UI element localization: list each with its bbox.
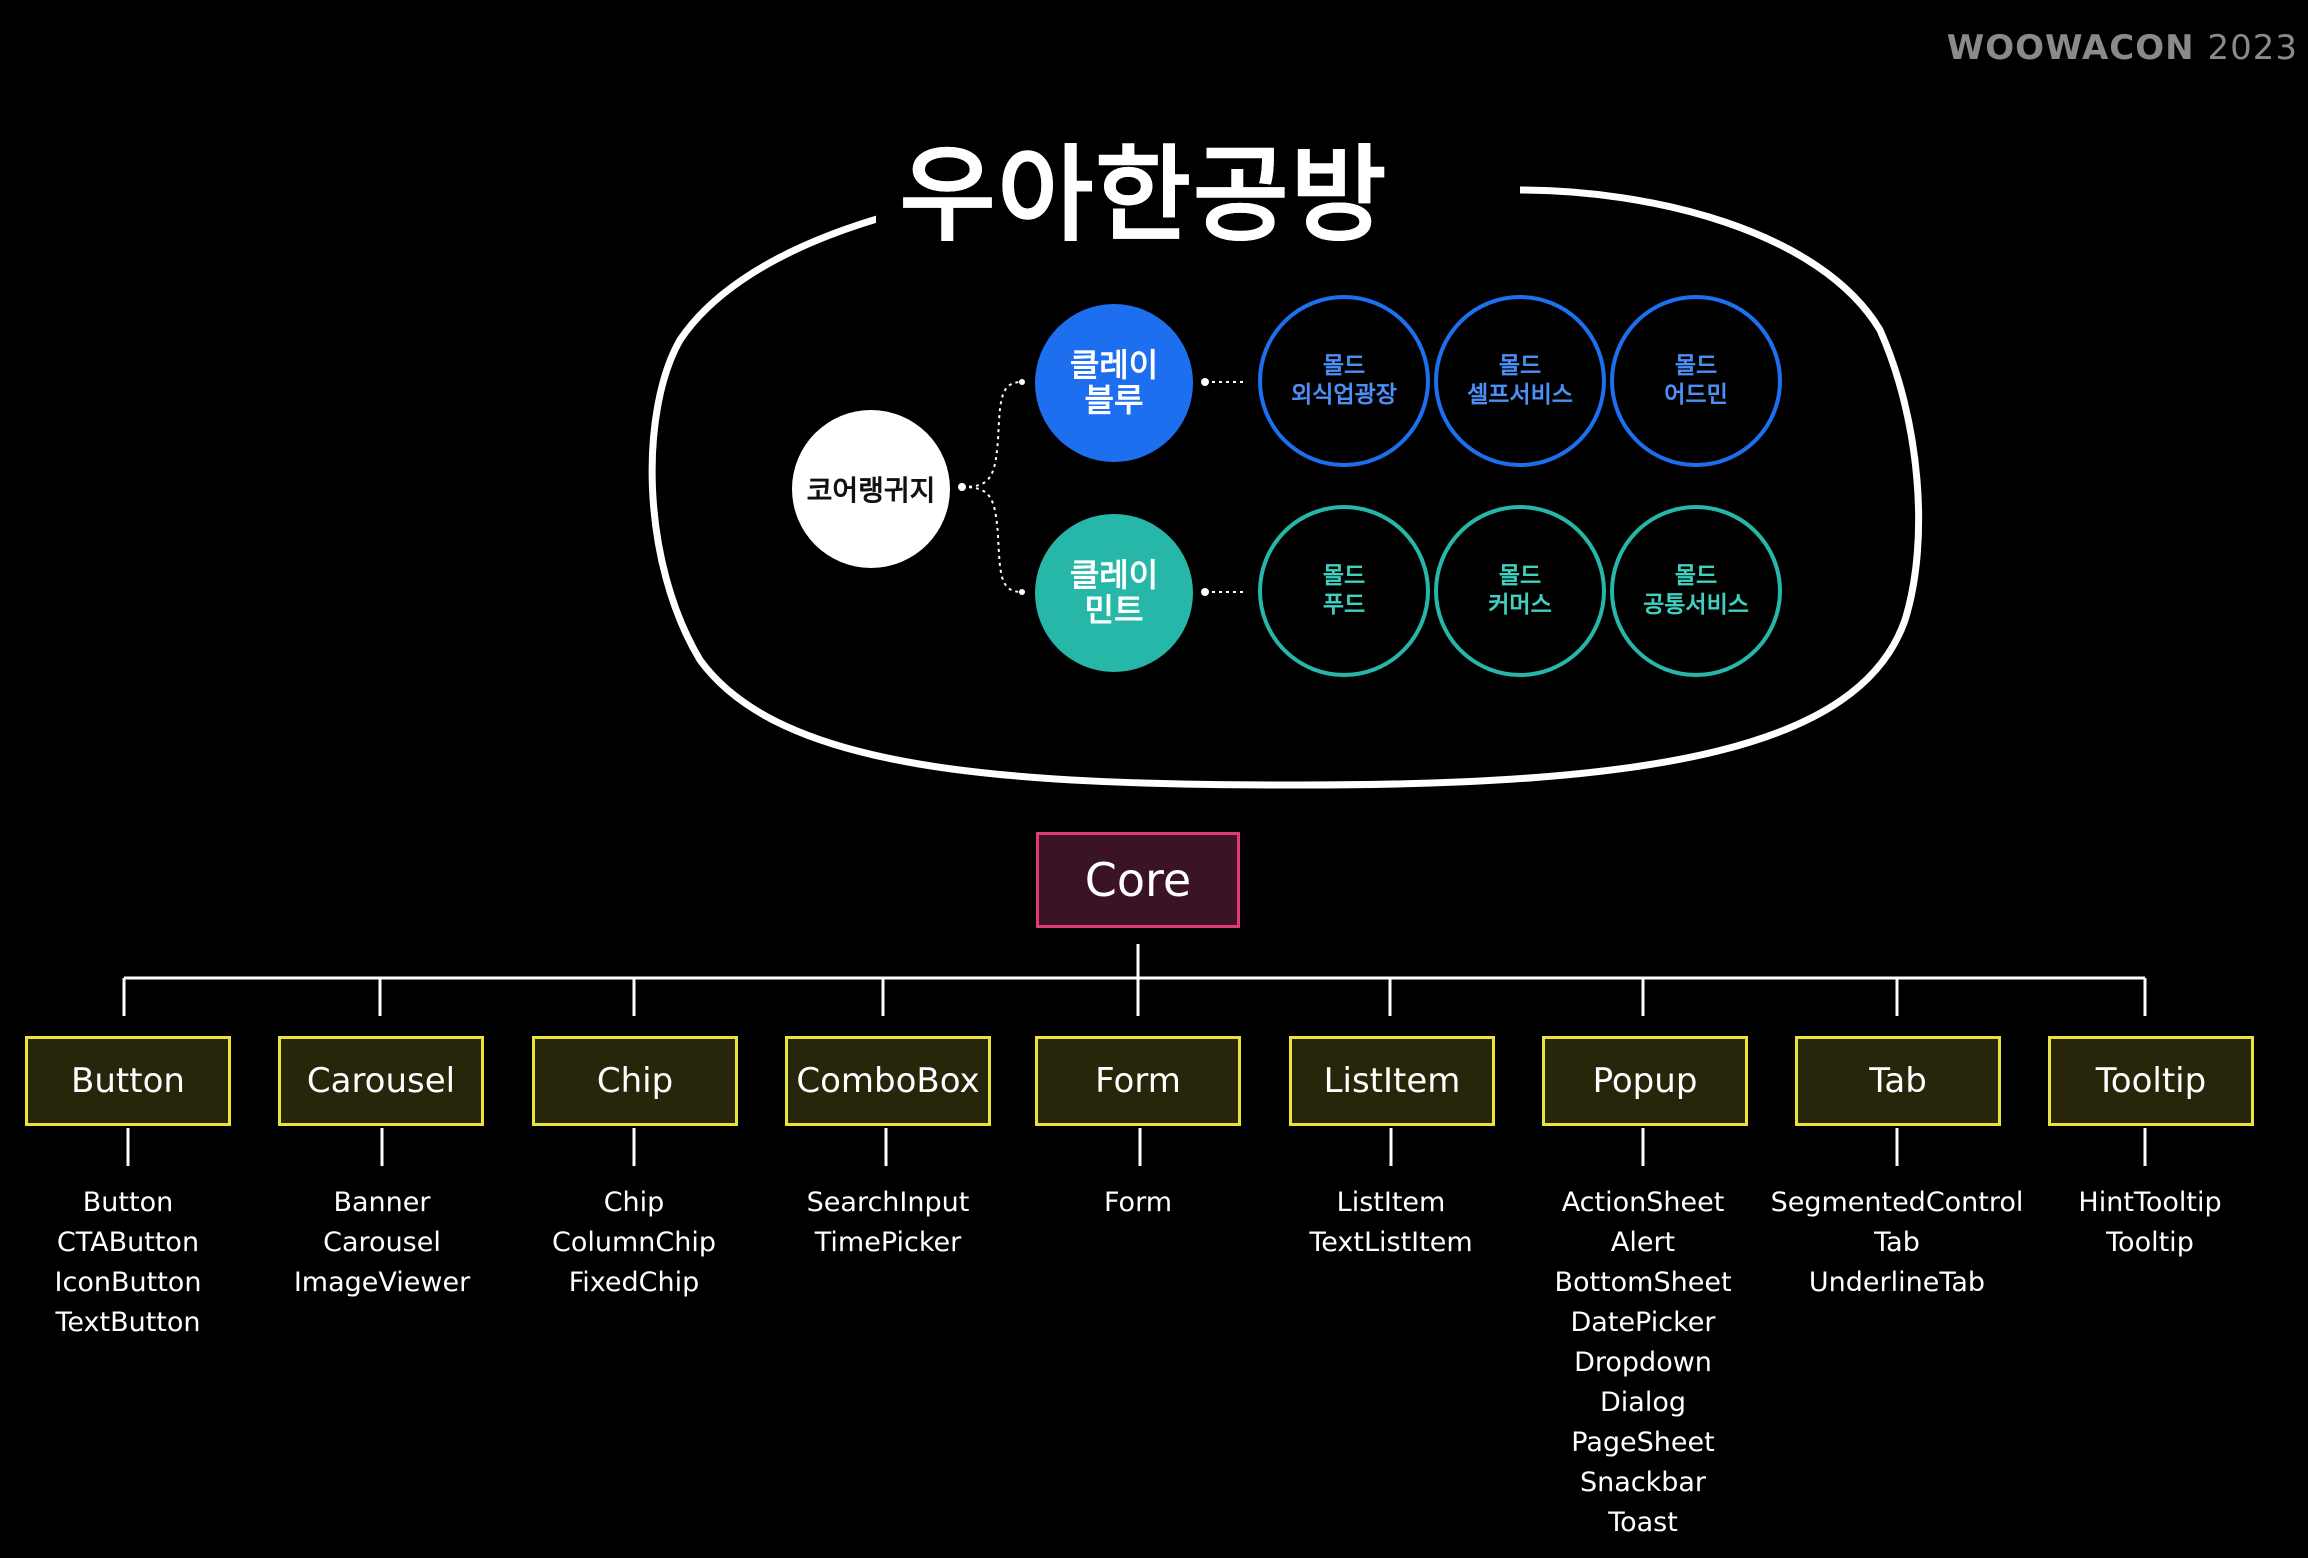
component-item: Alert: [1610, 1227, 1676, 1258]
clay-blue-line1: 클레이: [1069, 345, 1159, 384]
component-item: Carousel: [323, 1227, 441, 1258]
category-tab: Tab: [1795, 1036, 2001, 1126]
component-item: SegmentedControl: [1770, 1187, 2024, 1218]
component-item: ColumnChip: [551, 1227, 716, 1258]
component-item: Form: [1103, 1187, 1172, 1218]
clay-mint-circle: 클레이 민트: [1035, 514, 1193, 672]
component-item: ActionSheet: [1561, 1187, 1725, 1218]
mold-circle-5: 몰드 커머스: [1434, 505, 1606, 677]
connector-core-mint: [961, 486, 1023, 593]
mold-circle-4: 몰드 푸드: [1258, 505, 1430, 677]
category-label: Form: [1095, 1061, 1181, 1101]
mold-label: 몰드: [1498, 353, 1542, 380]
component-item: Tab: [1874, 1227, 1920, 1258]
category-listitem: ListItem: [1289, 1036, 1495, 1126]
core-node-label: Core: [1084, 853, 1192, 907]
tree-lines: [122, 944, 2147, 1166]
component-item: PageSheet: [1571, 1427, 1715, 1458]
mold-sub-label: 외식업광장: [1291, 382, 1397, 408]
category-label: Tab: [1869, 1061, 1927, 1101]
category-label: Carousel: [306, 1061, 456, 1101]
category-carousel: Carousel: [278, 1036, 484, 1126]
clay-blue-circle: 클레이 블루: [1035, 304, 1193, 462]
clay-mint-line1: 클레이: [1069, 555, 1159, 594]
page-title: 우아한공방: [0, 110, 2298, 261]
mold-sub-label: 셀프서비스: [1467, 382, 1573, 408]
component-item: BottomSheet: [1554, 1267, 1732, 1298]
mold-circle-3: 몰드 어드민: [1610, 295, 1782, 467]
category-label: Popup: [1592, 1061, 1698, 1101]
component-item: Snackbar: [1579, 1467, 1707, 1498]
mold-label: 몰드: [1498, 563, 1542, 590]
category-popup: Popup: [1542, 1036, 1748, 1126]
component-item: FixedChip: [568, 1267, 700, 1298]
mold-sub-label: 공통서비스: [1643, 592, 1749, 618]
clay-mint-line2: 민트: [1084, 591, 1144, 629]
core-language-label: 코어랭귀지: [806, 474, 936, 507]
category-chip: Chip: [532, 1036, 738, 1126]
item-list-form: Form: [1008, 1183, 1268, 1223]
mold-circle-6: 몰드 공통서비스: [1610, 505, 1782, 677]
mold-label: 몰드: [1674, 563, 1718, 590]
category-form: Form: [1035, 1036, 1241, 1126]
brand-name: WOOWACON: [1946, 28, 2195, 68]
clay-blue-line2: 블루: [1084, 381, 1144, 419]
component-item: SearchInput: [806, 1187, 970, 1218]
category-label: ComboBox: [796, 1061, 980, 1101]
connector-core-blue: [961, 381, 1023, 488]
component-item: UnderlineTab: [1808, 1267, 1986, 1298]
component-item: Chip: [603, 1187, 665, 1218]
component-item: Dialog: [1600, 1387, 1686, 1418]
category-tooltip: Tooltip: [2048, 1036, 2254, 1126]
category-button: Button: [25, 1036, 231, 1126]
mold-sub-label: 푸드: [1322, 592, 1366, 618]
component-item: TextButton: [55, 1307, 201, 1338]
mold-sub-label: 커머스: [1488, 592, 1552, 618]
category-label: Chip: [596, 1061, 674, 1101]
component-item: Tooltip: [2106, 1227, 2194, 1258]
brand-year: 2023: [2207, 28, 2298, 68]
mold-label: 몰드: [1322, 353, 1366, 380]
frame-outline: [648, 184, 1923, 789]
mold-sub-label: 어드민: [1664, 382, 1728, 408]
mold-label: 몰드: [1322, 563, 1366, 590]
component-item: TextListItem: [1309, 1227, 1473, 1258]
core-language-circle: 코어랭귀지: [792, 410, 950, 568]
woowacon-logo: WOOWACON 2023: [1947, 28, 2298, 68]
component-item: ListItem: [1336, 1187, 1446, 1218]
component-item: IconButton: [54, 1267, 202, 1298]
core-node: Core: [1036, 832, 1240, 928]
mold-circle-1: 몰드 외식업광장: [1258, 295, 1430, 467]
category-label: Tooltip: [2095, 1061, 2207, 1101]
component-item: Banner: [333, 1187, 431, 1218]
mold-circle-2: 몰드 셀프서비스: [1434, 295, 1606, 467]
category-label: ListItem: [1323, 1061, 1461, 1101]
title-text: 우아한공방: [875, 110, 1413, 261]
component-item: CTAButton: [56, 1227, 200, 1258]
category-label: Button: [71, 1061, 185, 1101]
component-item: TimePicker: [814, 1227, 962, 1258]
component-item: Toast: [1608, 1507, 1678, 1538]
component-item: Button: [82, 1187, 174, 1218]
mold-label: 몰드: [1674, 353, 1718, 380]
category-combobox: ComboBox: [785, 1036, 991, 1126]
component-item: HintTooltip: [2078, 1187, 2222, 1218]
component-item: DatePicker: [1570, 1307, 1716, 1338]
component-item: Dropdown: [1574, 1347, 1712, 1378]
component-item: ImageViewer: [293, 1267, 471, 1298]
